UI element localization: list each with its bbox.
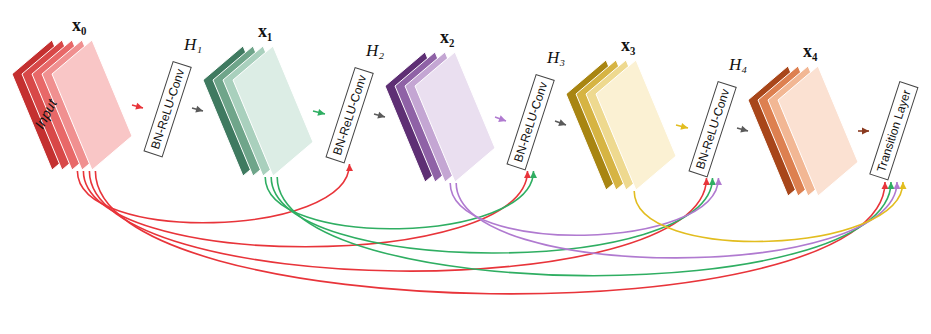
arrowhead xyxy=(888,182,895,189)
feed-forward-arrow xyxy=(313,109,325,116)
connector-line xyxy=(634,182,903,241)
layer-node: BN-ReLU-ConvH₄ xyxy=(688,80,737,177)
feature-map-label: x₃ xyxy=(621,35,635,56)
arrowhead xyxy=(715,178,722,185)
arrowhead xyxy=(740,126,748,133)
layer-box: Transition Layer xyxy=(869,82,918,181)
layer-node: Transition Layer xyxy=(869,81,919,181)
arrowhead xyxy=(709,178,716,185)
feature-map xyxy=(778,66,858,196)
arrowhead xyxy=(680,123,688,130)
feature-map-sheets xyxy=(203,46,313,176)
arrowhead xyxy=(530,171,537,178)
connector-line xyxy=(95,171,885,294)
layer-node: BN-ReLU-ConvH₂ xyxy=(325,66,374,163)
feature-map-label: x₀ xyxy=(72,15,86,36)
layer-node: BN-ReLU-ConvH₁ xyxy=(143,60,192,157)
dense-connection xyxy=(271,177,716,253)
arrowhead xyxy=(703,178,710,185)
feature-map-label: x₁ xyxy=(258,21,272,42)
feature-map-sheets xyxy=(566,60,676,190)
arrowhead xyxy=(317,109,325,116)
arrowhead xyxy=(882,182,889,189)
dense-connection xyxy=(456,182,900,258)
connector-line xyxy=(450,178,718,235)
arrowhead xyxy=(862,128,869,135)
feature-map xyxy=(415,52,495,182)
layer-name: H₄ xyxy=(729,55,747,75)
arrowhead xyxy=(894,182,901,189)
feature-map-stack: x₄ xyxy=(748,66,858,196)
feature-map-label: x₄ xyxy=(803,41,817,62)
feature-map xyxy=(52,40,132,170)
connector-line xyxy=(456,182,897,258)
layer-box: BN-ReLU-Conv xyxy=(143,60,191,157)
feature-map-stack: x₁ xyxy=(203,46,313,176)
layer-text: BN-ReLU-Conv xyxy=(148,67,187,151)
feature-map-label: x₂ xyxy=(440,27,454,48)
layer-node: BN-ReLU-ConvH₃ xyxy=(506,73,555,170)
layer-name: H₁ xyxy=(184,35,202,55)
feed-forward-arrow xyxy=(555,119,566,126)
feature-map xyxy=(233,46,313,176)
dense-connection xyxy=(95,171,888,294)
feed-forward-arrow xyxy=(374,112,385,119)
feed-forward-arrow xyxy=(132,103,143,110)
feature-map-stack: x₃ xyxy=(566,60,676,190)
feature-map-stack: x₂ xyxy=(385,52,495,182)
feed-forward-arrow xyxy=(192,106,203,113)
layer-text: BN-ReLU-Conv xyxy=(693,87,732,171)
layer-box: BN-ReLU-Conv xyxy=(506,73,554,170)
layer-name: H₃ xyxy=(547,48,565,68)
arrowhead xyxy=(346,164,353,171)
feature-map-stack: Inputx₀ xyxy=(12,40,132,170)
arrowhead xyxy=(498,115,506,122)
arrowhead xyxy=(195,106,203,113)
dense-connection xyxy=(634,182,906,241)
layer-text: BN-ReLU-Conv xyxy=(511,80,550,164)
feed-forward-arrow xyxy=(495,115,506,122)
layer-box: BN-ReLU-Conv xyxy=(325,66,373,163)
arrowhead xyxy=(135,103,143,110)
arrowhead xyxy=(524,171,531,178)
layer-name: H₂ xyxy=(366,41,384,61)
feature-map-sheets xyxy=(12,40,132,170)
layer-text: BN-ReLU-Conv xyxy=(330,73,369,157)
layer-box: BN-ReLU-Conv xyxy=(688,80,736,177)
arrowhead xyxy=(558,119,566,126)
arrowhead xyxy=(377,112,385,119)
feature-map-sheets xyxy=(748,66,858,196)
feature-map xyxy=(596,60,676,190)
feed-forward-arrow xyxy=(858,128,869,135)
arrowhead xyxy=(900,182,907,189)
feed-forward-arrow xyxy=(737,126,748,133)
layer-text: Transition Layer xyxy=(874,88,914,174)
feature-map-sheets xyxy=(385,52,495,182)
feed-forward-arrow xyxy=(676,123,688,130)
